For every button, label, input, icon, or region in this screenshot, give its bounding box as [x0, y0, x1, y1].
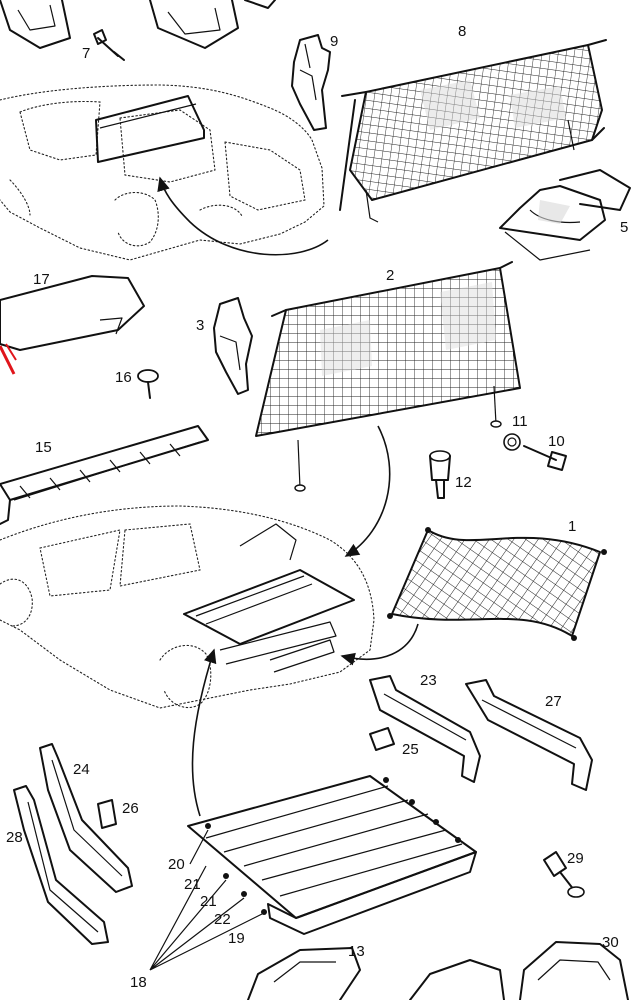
callout-29: 29 [567, 850, 584, 867]
callout-12: 12 [455, 474, 472, 491]
callout-22: 22 [214, 911, 231, 928]
callout-19: 19 [228, 930, 245, 947]
luggage-cover-drawing [149, 775, 477, 971]
bracket-9-drawing [291, 34, 331, 131]
fastener-10-11-drawing [503, 433, 567, 471]
callout-26: 26 [122, 800, 139, 817]
callout-10: 10 [548, 433, 565, 450]
screw-7-drawing [93, 29, 125, 61]
callout-27: 27 [545, 693, 562, 710]
callout-18: 18 [130, 974, 147, 991]
trim-strip-15-drawing [0, 425, 209, 525]
stud-12-drawing [429, 450, 451, 499]
callout-23: 23 [420, 672, 437, 689]
panel-17-drawing [0, 275, 145, 375]
callout-1: 1 [568, 518, 577, 535]
callout-13: 13 [348, 943, 365, 960]
partition-net-2-drawing [255, 261, 521, 557]
clip-25-drawing [369, 727, 395, 751]
bracket-3-drawing [213, 297, 253, 395]
callout-15: 15 [35, 439, 52, 456]
callout-9: 9 [330, 33, 339, 50]
callout-21-upper: 21 [184, 876, 201, 893]
car-bottom-illustration [0, 505, 419, 817]
callout-7: 7 [82, 45, 91, 62]
handle-5-drawing [499, 169, 631, 261]
callout-21-lower: 21 [200, 893, 217, 910]
trim-panel-23-drawing [369, 675, 481, 783]
callout-17: 17 [33, 271, 50, 288]
bottom-parts-13-30-drawing [247, 941, 629, 1000]
callout-5: 5 [620, 219, 629, 236]
cargo-net-1-drawing [387, 527, 607, 641]
pillar-trim-24-drawing [39, 743, 133, 893]
callout-8: 8 [458, 23, 467, 40]
partition-net-8-drawing [339, 39, 607, 223]
pillar-trim-28-drawing [13, 785, 109, 945]
callout-20: 20 [168, 856, 185, 873]
clip-26-drawing [97, 799, 117, 829]
car-top-illustration [0, 84, 329, 261]
screw-29-drawing [543, 851, 585, 898]
screw-16-drawing [137, 369, 159, 399]
callout-24: 24 [73, 761, 90, 778]
callout-30: 30 [602, 934, 619, 951]
callout-16: 16 [115, 369, 132, 386]
callout-2: 2 [386, 267, 395, 284]
callout-3: 3 [196, 317, 205, 334]
callout-11: 11 [512, 413, 528, 430]
callout-25: 25 [402, 741, 419, 758]
trim-panel-27-drawing [465, 679, 593, 791]
top-left-brackets [0, 0, 276, 49]
callout-28: 28 [6, 829, 23, 846]
